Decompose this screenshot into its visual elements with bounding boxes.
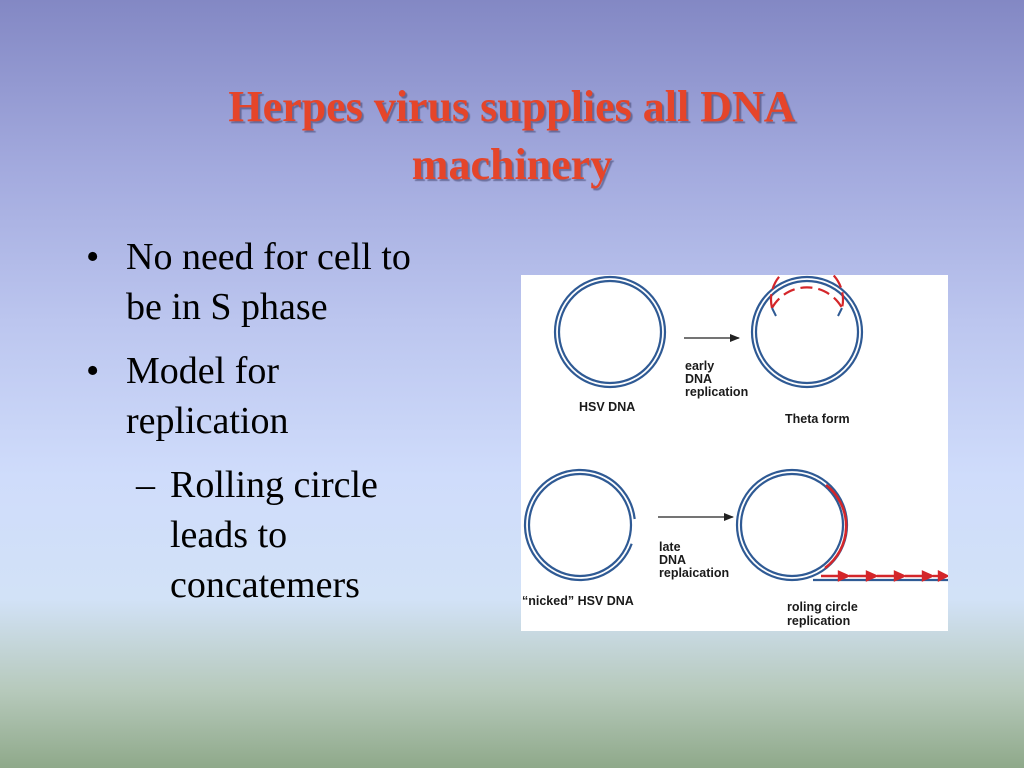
hsv-dna-circle	[553, 275, 667, 389]
bullet-item: • Model for replication	[86, 346, 506, 446]
bullet-list: • No need for cell to be in S phase • Mo…	[86, 232, 506, 610]
sub-bullet-text-line: Rolling circle	[170, 464, 378, 506]
theta-form-label: Theta form	[785, 412, 850, 426]
bullet-marker: •	[86, 236, 100, 278]
bullet-text-line: Model for	[126, 350, 280, 392]
early-label-line-3: replication	[685, 385, 748, 399]
late-label-line-2: DNA	[659, 553, 686, 567]
rolling-circle-label-line-1: roling circle	[787, 600, 858, 614]
slide-title-line-1: Herpes virus supplies all DNA	[228, 82, 796, 131]
slide-title-line-2: machinery	[411, 140, 613, 189]
nicked-dna-circle	[523, 468, 637, 582]
sub-bullet-text-line: concatemers	[170, 564, 360, 606]
sub-bullet-marker: –	[136, 464, 155, 506]
early-label-line-2: DNA	[685, 372, 712, 386]
early-label-line-1: early	[685, 359, 714, 373]
sub-bullet-text-line: leads to	[170, 514, 288, 556]
hsv-dna-label: HSV DNA	[579, 400, 635, 414]
slide-title: Herpes virus supplies all DNA machinery	[90, 78, 934, 194]
bullet-item: • No need for cell to be in S phase	[86, 232, 506, 332]
bullet-text-line: be in S phase	[126, 286, 328, 328]
late-label-line-1: late	[659, 540, 681, 554]
rolling-circle	[735, 468, 948, 582]
bullet-text-line: No need for cell to	[126, 236, 411, 278]
bullet-text-line: replication	[126, 400, 289, 442]
rolling-circle-label-line-2: replication	[787, 614, 850, 628]
replication-diagram-svg: HSV DNA early DNA replication Theta form…	[522, 275, 948, 628]
theta-form-circle	[750, 275, 864, 389]
bullet-marker: •	[86, 350, 100, 392]
replication-diagram: HSV DNA early DNA replication Theta form…	[521, 275, 948, 631]
nicked-dna-label: “nicked” HSV DNA	[522, 594, 634, 608]
late-label-line-3: replaication	[659, 566, 729, 580]
sub-bullet-item: – Rolling circle leads to concatemers	[86, 460, 506, 610]
